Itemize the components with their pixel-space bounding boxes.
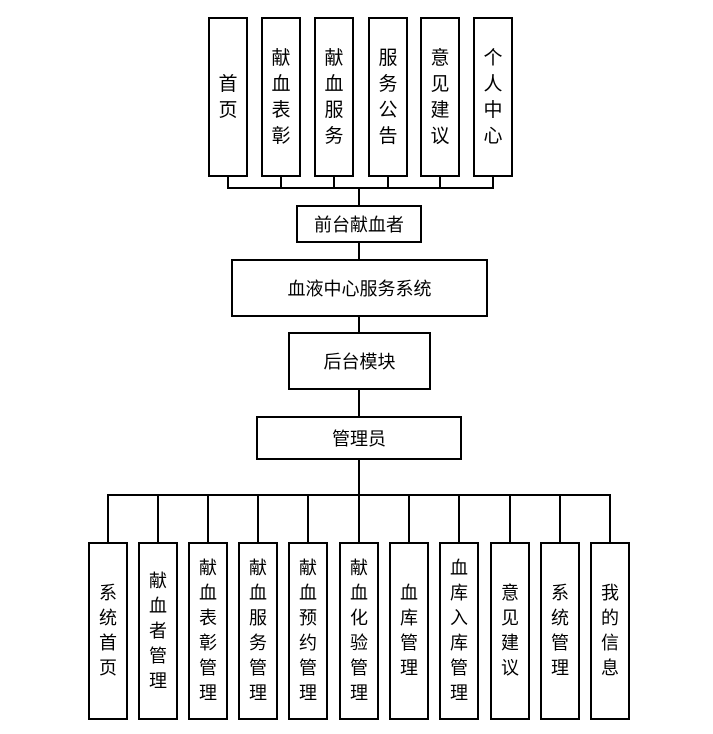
module-system-management: 系统管理 [540,542,580,720]
module-appointment-management: 献血预约管理 [288,542,328,720]
module-label: 献血服务 [324,47,344,147]
module-label: 献血者管理 [149,570,167,692]
node-system: 血液中心服务系统 [231,259,488,317]
module-awards-management: 献血表彰管理 [188,542,228,720]
module-label: 意见建议 [501,583,519,679]
module-admin-feedback: 意见建议 [490,542,530,720]
module-label: 服务公告 [378,47,398,147]
module-label: 意见建议 [430,47,450,147]
module-label: 血库管理 [400,583,418,679]
module-test-management: 献血化验管理 [339,542,379,720]
module-label: 献血化验管理 [350,558,368,704]
module-feedback: 意见建议 [420,17,460,177]
module-label: 血库入库管理 [450,558,468,704]
module-donation-service: 献血服务 [314,17,354,177]
module-donor-management: 献血者管理 [138,542,178,720]
module-label: 首页 [218,73,238,121]
node-front-donor: 前台献血者 [296,205,422,243]
module-personal-center: 个人中心 [473,17,513,177]
node-label: 管理员 [332,429,386,450]
module-my-info: 我的信息 [590,542,630,720]
module-label: 献血预约管理 [299,558,317,704]
module-donation-awards: 献血表彰 [261,17,301,177]
module-label: 个人中心 [483,47,503,147]
module-home: 首页 [208,17,248,177]
module-label: 系统首页 [99,583,117,679]
module-system-home: 系统首页 [88,542,128,720]
module-inbound-management: 血库入库管理 [439,542,479,720]
module-service-management: 献血服务管理 [238,542,278,720]
node-backend: 后台模块 [288,332,431,390]
node-admin: 管理员 [256,416,462,460]
module-service-notice: 服务公告 [368,17,408,177]
module-blood-bank-management: 血库管理 [389,542,429,720]
module-label: 献血表彰 [271,47,291,147]
node-label: 后台模块 [323,352,396,373]
module-label: 我的信息 [601,583,619,679]
node-label: 血液中心服务系统 [287,279,432,300]
module-label: 献血表彰管理 [199,558,217,704]
module-label: 系统管理 [551,583,569,679]
node-label: 前台献血者 [314,215,404,236]
module-label: 献血服务管理 [249,558,267,704]
